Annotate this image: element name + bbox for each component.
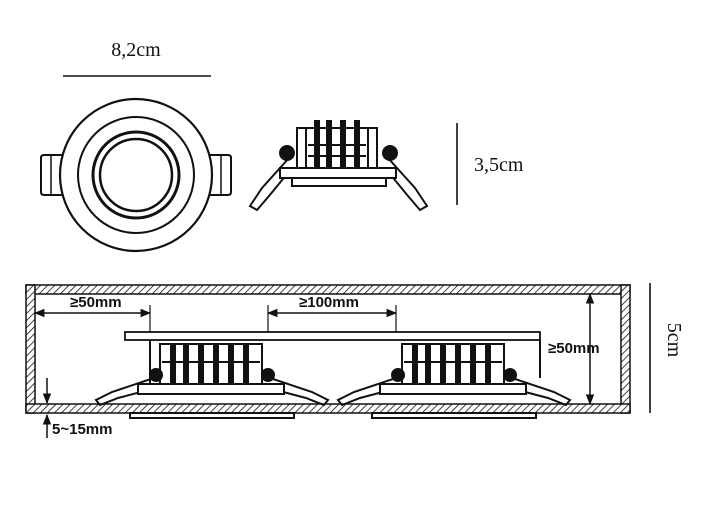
top-gap-label: ≥50mm xyxy=(548,340,600,357)
bezel-ring xyxy=(91,130,181,220)
cavity-right-wall xyxy=(620,284,631,414)
side-view: 3,5cm xyxy=(248,120,524,212)
ceiling-panel xyxy=(25,403,631,414)
lens xyxy=(98,137,174,213)
connecting-cable xyxy=(124,331,541,341)
downlight-right xyxy=(336,340,572,419)
ceiling-thickness-label: 5~15mm xyxy=(52,421,112,438)
outer-ring xyxy=(58,97,214,253)
downlight-left xyxy=(94,340,330,419)
spacing-label: ≥100mm xyxy=(299,294,359,311)
edge-gap-label: ≥50mm xyxy=(70,294,122,311)
trim-ring xyxy=(77,116,195,234)
width-label: 8,2cm xyxy=(111,39,161,61)
height-label: 3,5cm xyxy=(474,154,524,176)
cavity-top-wall xyxy=(25,284,631,295)
left-clip xyxy=(40,154,70,196)
cavity-depth-label: 5cm xyxy=(663,323,685,358)
installation-section: ≥50mm ≥100mm ≥50mm 5~15mm 5cm xyxy=(25,283,685,438)
cavity-left-wall xyxy=(25,284,36,414)
front-view: 8,2cm xyxy=(40,39,232,253)
right-clip xyxy=(202,154,232,196)
